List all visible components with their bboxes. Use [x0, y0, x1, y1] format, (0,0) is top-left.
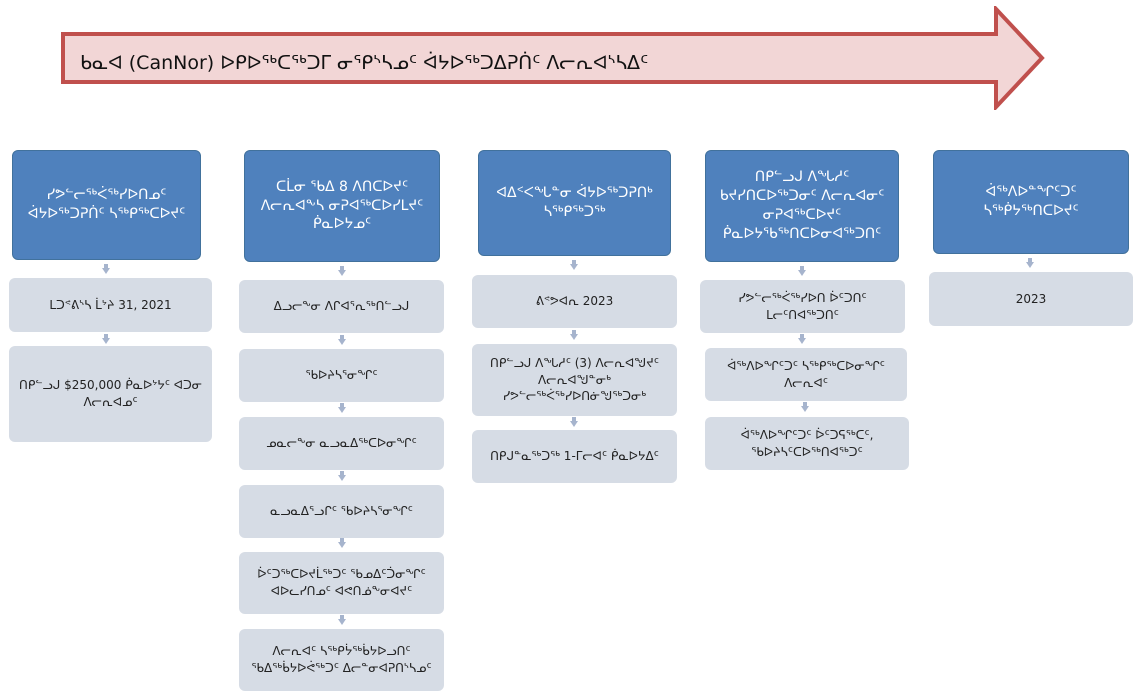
column-3-item-1: ᕕᕝᕗᐊᕆ 2023 — [472, 275, 677, 328]
column-4-header: ᑎᑭᓪᓗᒍ ᐱᖓᓱᑦ ᑲᔪᓯᑎᑕᐅᖅᑐᓂᑦ ᐱᓕᕆᐊᓂᑦ ᓂᕈᐊᖅᑕᐅᔪᑦ ᑮᓇ… — [705, 150, 899, 262]
column-5-header: ᐋᖅᐱᐅᓐᖏᑦᑐᑦ ᓴᖅᑮᔭᖅᑎᑕᐅᔪᑦ — [933, 150, 1129, 254]
connector — [338, 615, 346, 625]
connector — [801, 402, 809, 412]
column-2-item-6: ᐱᓕᕆᐊᑦ ᓴᖅᑭᔮᖅᑳᔭᐅᓗᑎᑦ ᖃᐃᖅᑳᔭᐅᕚᖅᑐᑦ ᐃᓕᓐᓂᐊᕈᑎᔅᓴᓄᑦ — [239, 629, 444, 691]
column-3-header: ᐊᐃᑉᐸᖓᓐᓂ ᐋᔭᐅᖅᑐᕈᑎᒃ ᓴᖅᑭᖅᑐᖅ — [478, 150, 671, 256]
column-1-header: ᓯᕗᓪᓕᖅᐹᖅᓯᐅᑎᓄᑦ ᐋᔭᐅᖅᑐᕈᑏᑦ ᓴᖅᑭᖅᑕᐅᔪᑦ — [12, 150, 201, 260]
connector — [570, 260, 578, 270]
connector — [570, 417, 578, 427]
connector — [338, 471, 346, 481]
arrow-title: ᑲᓇᐊ (CanNor) ᐅᑭᐅᖅᑕᖅᑐᒥ ᓂᕿᔅᓴᓄᑦ ᐋᔭᐅᖅᑐᐃᕈᑏᑦ ᐱ… — [80, 52, 649, 74]
column-2-item-2: ᖃᐅᔨᓴᕐᓂᖏᑦ — [239, 349, 444, 402]
connector — [102, 334, 110, 344]
column-2-item-1: ᐃᓗᓕᖕᓂ ᐱᒋᐊᕐᕆᖅᑎᓪᓗᒍ — [239, 280, 444, 333]
column-4-item-2: ᐋᖅᐱᐅᖏᑦᑐᑦ ᓴᖅᑭᖅᑕᐅᓂᖏᑦ ᐱᓕᕆᐊᑦ — [705, 348, 907, 401]
column-2-item-3: ᓄᓇᓕᖕᓂ ᓇᓗᓇᐃᖅᑕᐅᓂᖏᑦ — [239, 417, 444, 470]
column-4-item-3: ᐋᖅᐱᐅᖏᑦᑐᑦ ᐆᑦᑐᕋᖅᑕᑦ, ᖃᐅᔨᓴᑦᑕᐅᖅᑎᐊᖅᑐᑦ — [705, 417, 909, 470]
connector — [102, 264, 110, 274]
connector — [338, 403, 346, 413]
connector — [338, 538, 346, 548]
connector — [338, 335, 346, 345]
process-arrow — [61, 6, 1045, 110]
connector — [1026, 258, 1034, 268]
column-1-item-2: ᑎᑭᓪᓗᒍ $250,000 ᑮᓇᐅᔾᔭᑦ ᐊᑐᓂ ᐱᓕᕆᐊᓄᑦ — [9, 346, 212, 442]
column-3-item-2: ᑎᑭᓪᓗᒍ ᐱᖓᓱᑦ (3) ᐱᓕᕆᐊᖑᔪᑦ ᐱᓕᕆᐊᖑᓐᓂᒃ ᓯᕗᓪᓕᖅᐹᖅᓯ… — [472, 344, 677, 416]
connector — [798, 266, 806, 276]
column-2-item-5: ᐆᑦᑐᖅᑕᐅᔪᒫᖅᑐᑦ ᖃᓄᐃᑦᑑᓂᖏᑦ ᐊᐅᓚᓯᑎᓄᑦ ᐊᕙᑎᓅᖕᓂᐊᔪᑦ — [239, 552, 444, 614]
column-3-item-3: ᑎᑭᒍᓐᓇᖅᑐᖅ 1-ᒥᓕᐊᑦ ᑮᓇᐅᔭᐃᑦ — [472, 430, 677, 483]
column-2-header: ᑕᒫᓂ ᖃᐃ 8 ᐱᑎᑕᐅᔪᑦ ᐱᓕᕆᐊᖕᓴ ᓂᕈᐊᖅᑕᐅᓯᒪᔪᑦ ᑮᓇᐅᔭᓄᑦ — [244, 150, 440, 262]
column-4-item-1: ᓯᕗᓪᓕᖅᐹᖅᓯᐅᑎ ᐆᑦᑐᑎᑦ ᒪᓕᑦᑎᐊᖅᑐᑎᑦ — [700, 280, 905, 333]
column-2-item-4: ᓇᓗᓇᐃᕐᓗᒋᑦ ᖃᐅᔨᓴᕐᓂᖏᑦ — [239, 485, 444, 538]
column-5-item-1: 2023 — [929, 272, 1133, 326]
connector — [570, 330, 578, 340]
column-1-item-1: ᒪᑐᕝᕕᔅᓴ ᒫᔾᔨ 31, 2021 — [9, 278, 212, 332]
connector — [798, 334, 806, 344]
connector — [338, 266, 346, 276]
